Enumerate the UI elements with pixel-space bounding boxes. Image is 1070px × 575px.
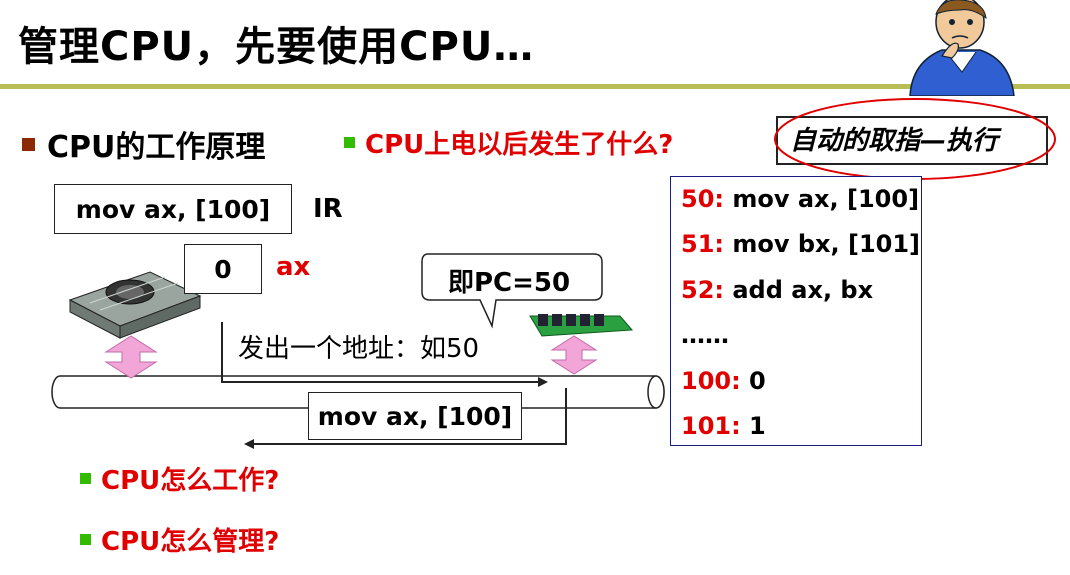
address-text: 发出一个地址：如50 [238, 334, 480, 364]
question-manage-text: CPU怎么管理? [101, 527, 280, 557]
ir-register: mov ax, [100] [54, 184, 292, 234]
question-powerup-text: CPU上电以后发生了什么? [365, 130, 674, 160]
cpu-bus-arrow-icon [104, 335, 158, 379]
question-manage: CPU怎么管理? [80, 521, 279, 558]
thinking-man-illustration [909, 0, 1015, 96]
pc-callout-text: 即PC=50 [448, 268, 571, 298]
question-work-text: CPU怎么工作? [101, 466, 280, 496]
green-bullet-icon [344, 137, 355, 148]
question-powerup: CPU上电以后发生了什么? [344, 124, 673, 161]
auto-cycle-box [776, 116, 1048, 165]
section-heading: CPU的工作原理 [22, 122, 265, 166]
question-work: CPU怎么工作? [80, 460, 279, 497]
data-arrow [254, 388, 567, 445]
ax-register: 0 [184, 244, 262, 294]
memory-row: 51: mov bx, [101] [681, 230, 921, 258]
memory-chip-icon [529, 314, 634, 337]
address-arrow [221, 322, 538, 383]
memory-row: 101: 1 [681, 412, 766, 440]
auto-cycle-label: 自动的取指—执行 [790, 126, 999, 156]
pc-callout-bubble [421, 253, 603, 329]
cpu-chip-icon [68, 271, 202, 339]
section-heading-text: CPU的工作原理 [47, 130, 266, 165]
page-title: 管理CPU，先要使用CPU… [18, 24, 535, 70]
square-bullet-icon [22, 137, 35, 151]
memory-listing: 50: mov ax, [100] 51: mov bx, [101] 52: … [670, 176, 922, 446]
memory-row: …… [681, 321, 729, 349]
ax-label: ax [276, 252, 311, 282]
memory-row: 50: mov ax, [100] [681, 185, 920, 213]
memory-bus-arrow-icon [550, 335, 598, 375]
memory-row: 100: 0 [681, 367, 766, 395]
bus-data-box: mov ax, [100] [308, 392, 522, 440]
ir-label: IR [313, 194, 343, 224]
title-divider [0, 84, 1070, 89]
green-bullet-icon [80, 473, 91, 484]
memory-row: 52: add ax, bx [681, 276, 874, 304]
green-bullet-icon [80, 534, 91, 545]
